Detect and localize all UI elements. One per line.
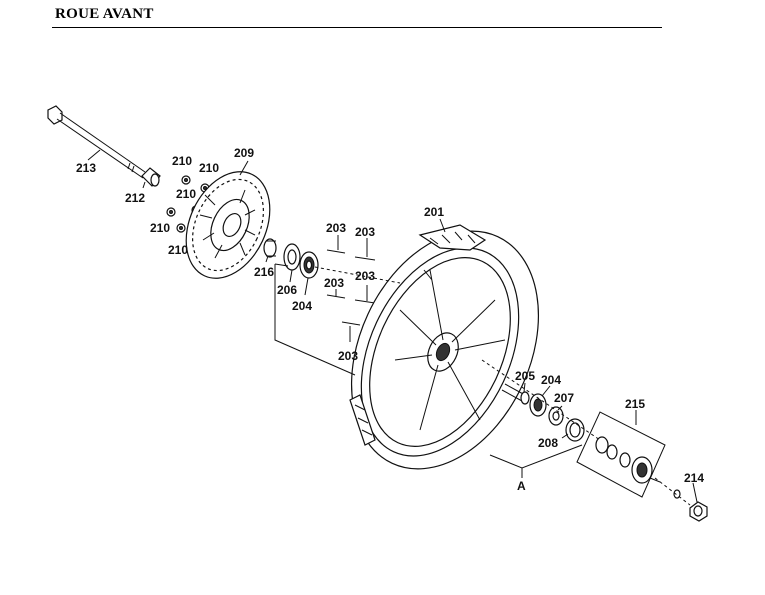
callout-209: 209 — [234, 146, 254, 160]
callout-210-1: 210 — [172, 154, 192, 168]
callout-214: 214 — [684, 471, 704, 485]
callout-207: 207 — [554, 391, 574, 405]
ring-207 — [548, 406, 564, 426]
callout-203-5: 203 — [338, 349, 358, 363]
brake-disc-209 — [185, 171, 271, 279]
callout-213: 213 — [76, 161, 96, 175]
callout-210-4: 210 — [150, 221, 170, 235]
nut-214 — [673, 489, 708, 522]
callout-205: 205 — [515, 369, 535, 383]
bearing-216 — [263, 238, 277, 258]
axle-213 — [47, 105, 146, 179]
spacer-212 — [141, 167, 161, 187]
callout-216: 216 — [254, 265, 274, 279]
page-title: ROUE AVANT — [55, 6, 154, 22]
callout-labels: 213 212 210 210 210 210 210 209 201 203 … — [76, 146, 704, 493]
callout-210-5: 210 — [168, 243, 188, 257]
wheel-201 — [349, 224, 540, 470]
bearing-204a — [299, 251, 319, 279]
callout-210-2: 210 — [199, 161, 219, 175]
speedo-drive-215 — [576, 411, 666, 498]
seal-206 — [283, 243, 301, 271]
axis-lines — [314, 266, 691, 506]
callout-204-1: 204 — [292, 299, 312, 313]
spacer-205 — [501, 383, 530, 405]
leader-lines — [87, 149, 698, 503]
callout-a: A — [517, 479, 526, 493]
callout-206: 206 — [277, 283, 297, 297]
callout-203-3: 203 — [324, 276, 344, 290]
callout-208: 208 — [538, 436, 558, 450]
callout-210-3: 210 — [176, 187, 196, 201]
seal-208 — [565, 418, 585, 442]
callout-203-4: 203 — [355, 269, 375, 283]
callout-204-2: 204 — [541, 373, 561, 387]
callout-203-1: 203 — [326, 221, 346, 235]
callout-212: 212 — [125, 191, 145, 205]
callout-215: 215 — [625, 397, 645, 411]
title-rule — [52, 27, 662, 28]
callout-203-2: 203 — [355, 225, 375, 239]
studs-203 — [326, 249, 376, 326]
bearing-204b — [529, 393, 547, 417]
callout-201: 201 — [424, 205, 444, 219]
